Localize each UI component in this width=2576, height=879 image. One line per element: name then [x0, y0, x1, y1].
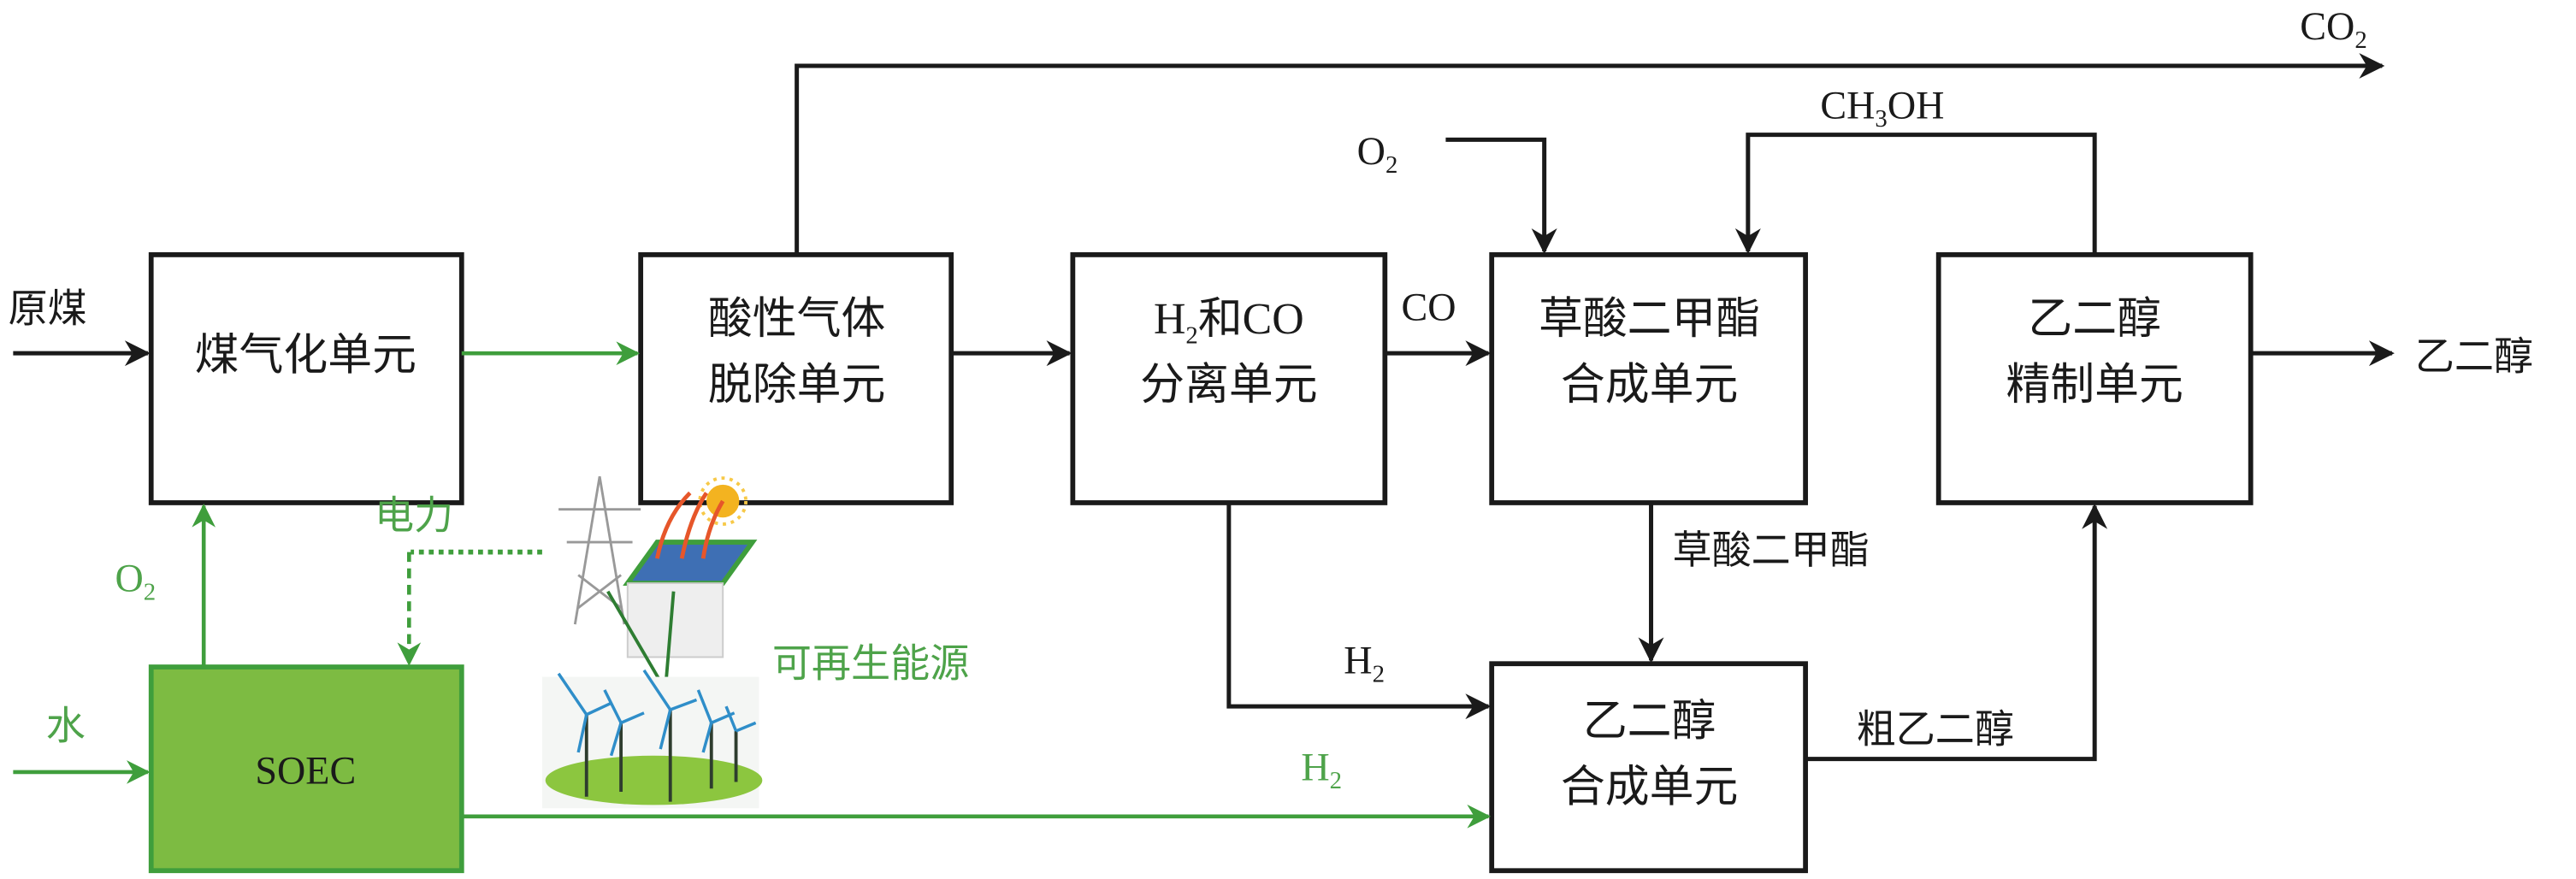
co2-arrow: [795, 53, 2385, 255]
svg-text:合成单元: 合成单元: [1561, 764, 1738, 812]
unit-h2-co-separation: H2和CO 分离单元: [1070, 252, 1388, 505]
svg-text:脱除单元: 脱除单元: [708, 361, 885, 410]
o2-feed-label: O2: [1357, 129, 1398, 179]
raw-coal-label: 原煤: [9, 287, 87, 331]
svg-text:乙二醇: 乙二醇: [2028, 295, 2161, 344]
power-label: 电力: [375, 494, 453, 538]
unit-dmo-synthesis: 草酸二甲酯 合成单元: [1489, 252, 1808, 505]
co2-label: CO2: [2300, 4, 2366, 54]
renewables-label: 可再生能源: [772, 642, 969, 686]
h2-separated-arrow: [1226, 502, 1492, 720]
svg-text:H2和CO: H2和CO: [1154, 295, 1304, 350]
crude-eg-label: 粗乙二醇: [1857, 707, 2014, 751]
svg-text:煤气化单元: 煤气化单元: [195, 331, 417, 380]
wind-turbines-icon: [541, 669, 763, 809]
power-tower-icon: [558, 475, 641, 625]
ch3oh-recycle-arrow: [1734, 133, 2097, 255]
unit-soec: SOEC: [148, 664, 464, 874]
unit-acid-gas-removal: 酸性气体 脱除单元: [638, 252, 954, 505]
h2-separated-label: H2: [1344, 639, 1385, 688]
unit-eg-refining: 乙二醇 精制单元: [1935, 252, 2254, 505]
product-label: 乙二醇: [2415, 334, 2533, 378]
svg-text:乙二醇: 乙二醇: [1583, 698, 1716, 746]
o2-soec-label: O2: [115, 557, 156, 606]
water-label: 水: [46, 705, 86, 748]
crude-eg-arrow: [1805, 503, 2108, 762]
svg-text:合成单元: 合成单元: [1561, 361, 1738, 410]
dmo-label: 草酸二甲酯: [1672, 528, 1869, 572]
ch3oh-label: CH3OH: [1820, 83, 1944, 133]
svg-text:酸性气体: 酸性气体: [708, 295, 885, 344]
h2-soec-label: H2: [1301, 746, 1342, 795]
o2-feed-arrow: [1445, 137, 1557, 255]
unit-coal-gasification: 煤气化单元: [148, 252, 464, 505]
svg-text:精制单元: 精制单元: [2006, 361, 2183, 410]
svg-text:草酸二甲酯: 草酸二甲酯: [1539, 295, 1760, 344]
unit-eg-synthesis: 乙二醇 合成单元: [1489, 661, 1808, 874]
svg-text:SOEC: SOEC: [255, 748, 356, 792]
svg-text:分离单元: 分离单元: [1140, 361, 1317, 410]
co-label: CO: [1402, 286, 1456, 329]
